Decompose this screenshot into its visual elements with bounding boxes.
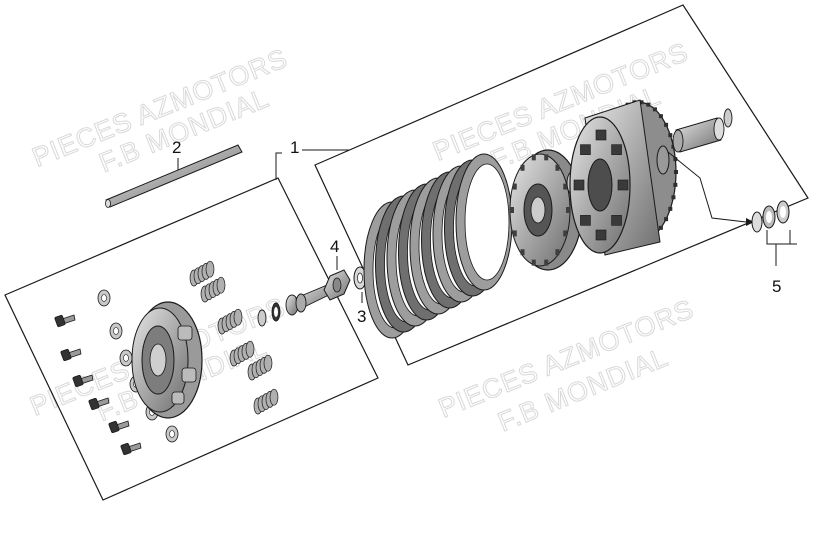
hub-tooth xyxy=(544,154,549,161)
basket-slot xyxy=(580,215,591,226)
clutch-plate xyxy=(455,153,513,291)
washer xyxy=(165,425,179,443)
gear-tooth xyxy=(673,182,678,187)
washer xyxy=(109,322,123,340)
hub-tooth xyxy=(512,183,517,190)
lock-nut xyxy=(323,269,351,301)
bolt xyxy=(120,442,142,456)
clutch-hub xyxy=(509,149,583,271)
clutch-spring xyxy=(200,276,226,303)
basket-slot xyxy=(595,229,607,241)
gear-tooth xyxy=(668,206,673,211)
hub-tooth xyxy=(531,154,536,161)
leader-5 xyxy=(766,230,797,266)
hub-tooth xyxy=(544,259,549,266)
hub-tooth xyxy=(555,164,560,171)
gear-tooth xyxy=(664,122,669,127)
callout-2: 2 xyxy=(172,138,181,157)
bolt xyxy=(60,348,82,362)
pressure-plate xyxy=(131,301,203,419)
hub-tooth xyxy=(563,230,568,237)
gear-tooth xyxy=(639,100,644,105)
gear-tooth xyxy=(664,217,669,222)
gear-tooth xyxy=(658,114,663,119)
pushrod xyxy=(105,144,243,208)
bolt xyxy=(108,420,130,434)
washer xyxy=(119,349,133,367)
left-panel-outline xyxy=(4,177,379,501)
callout-4: 4 xyxy=(330,237,339,256)
hub-tooth xyxy=(520,249,525,256)
bolt xyxy=(88,397,110,411)
gear-tooth xyxy=(671,195,676,200)
basket-slot xyxy=(611,144,622,155)
clutch-plate-stack xyxy=(363,153,513,339)
bolt xyxy=(72,374,94,388)
hub-tooth xyxy=(510,207,514,213)
gear-tooth xyxy=(674,170,678,174)
bolt xyxy=(54,314,76,328)
clutch-spring xyxy=(189,260,215,287)
leader-1 xyxy=(275,152,282,180)
hub-tooth xyxy=(520,164,525,171)
basket-slot xyxy=(611,215,622,226)
hub-tooth xyxy=(566,207,570,213)
hub-tooth xyxy=(531,259,536,266)
washer-3 xyxy=(353,266,367,290)
clutch-spring xyxy=(229,340,255,367)
clutch-spring xyxy=(247,354,273,381)
basket-slot xyxy=(595,129,607,141)
sleeve-washer xyxy=(723,108,733,128)
clutch-basket xyxy=(569,99,678,256)
hub-tooth xyxy=(563,183,568,190)
bolt-group xyxy=(54,314,142,456)
watermark-bottom-right: PIECES AZMOTORS F.B MONDIAL xyxy=(434,293,699,438)
callout-1: 1 xyxy=(290,138,299,157)
hub-tooth xyxy=(555,249,560,256)
gear-tooth xyxy=(652,107,657,112)
gear-tooth xyxy=(673,157,678,162)
hub-tooth xyxy=(512,230,517,237)
sleeve-bushing xyxy=(672,117,725,153)
leader-lines xyxy=(177,149,797,303)
callout-5: 5 xyxy=(772,277,781,296)
spring-group xyxy=(189,260,279,415)
washer-set-5 xyxy=(667,151,790,233)
basket-slot xyxy=(573,179,585,191)
callout-3: 3 xyxy=(357,307,366,326)
gear-tooth xyxy=(668,133,673,138)
clutch-spring xyxy=(217,308,243,335)
clutch-spring xyxy=(253,388,279,415)
basket-slot xyxy=(580,144,591,155)
gear-tooth xyxy=(646,102,651,107)
basket-slot xyxy=(617,179,629,191)
washer xyxy=(97,289,111,307)
gear-tooth xyxy=(658,225,663,230)
